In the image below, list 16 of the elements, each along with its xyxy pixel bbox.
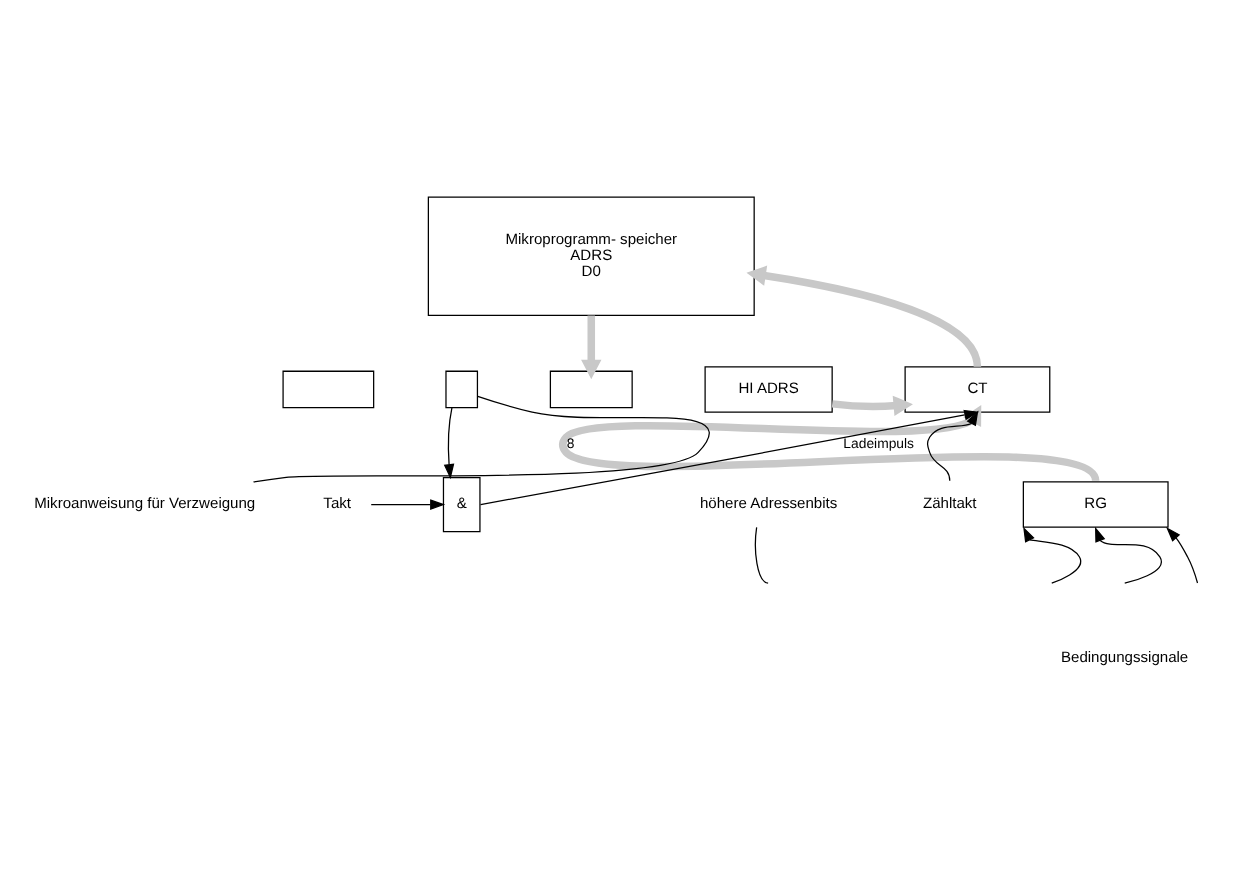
arrow xyxy=(926,410,979,482)
connector xyxy=(754,526,769,584)
arrow xyxy=(1095,526,1162,584)
arrow xyxy=(443,407,455,480)
node-box xyxy=(445,370,479,409)
arrow xyxy=(1023,526,1082,584)
arrow xyxy=(746,265,982,368)
arrow xyxy=(559,404,1099,484)
connector xyxy=(252,395,710,483)
arrow xyxy=(1166,527,1199,584)
node-box xyxy=(549,370,633,409)
arrow xyxy=(370,499,446,510)
arrow xyxy=(581,315,602,380)
arrow xyxy=(831,395,913,417)
node-box xyxy=(282,370,375,409)
arrow xyxy=(479,409,980,506)
